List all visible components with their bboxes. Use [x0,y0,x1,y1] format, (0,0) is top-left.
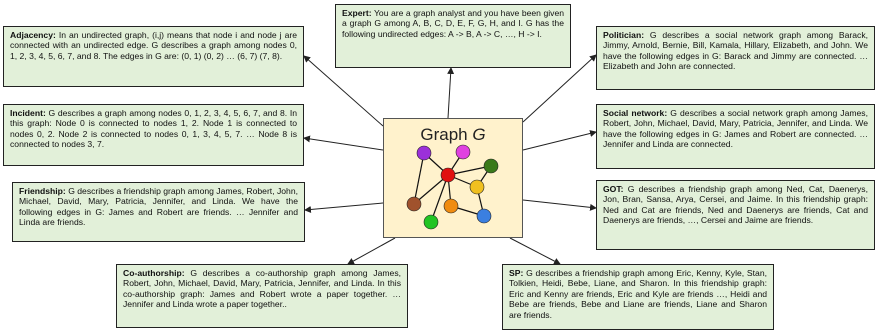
got-box: GOT: G describes a friendship graph amon… [596,180,875,250]
friendship-text: G describes a friendship graph among Jam… [19,186,298,228]
coauthorship-text: G describes a co-authorship graph among … [123,268,401,310]
politician-box: Politician: G describes a social network… [596,26,875,90]
graph-node-3 [440,167,456,183]
adjacency-title: Adjacency: [10,30,56,40]
arrow-to-incident [303,135,384,151]
coauthorship-title: Co-authorship: [123,268,185,278]
got-title: GOT: [603,184,624,194]
social-network-box: Social network: G describes a social net… [596,104,875,169]
arrow-to-expert [447,67,455,119]
arrow-to-politician [522,54,597,123]
arrow-to-got [522,199,597,211]
friendship-title: Friendship: [19,186,66,196]
sp-box: SP: G describes a friendship graph among… [502,264,774,330]
graph-node-2 [455,144,471,160]
graph-node-6 [406,196,422,212]
incident-box: Incident: G describes a graph among node… [3,104,304,166]
arrow-to-coauthor [347,237,396,265]
incident-title: Incident: [10,108,46,118]
expert-box: Expert: You are a graph analyst and you … [335,4,571,68]
friendship-box: Friendship: G describes a friendship gra… [12,182,305,242]
graph-node-4 [483,158,499,174]
graph-node-9 [423,214,439,230]
expert-text: You are a graph analyst and you have bee… [342,8,564,39]
arrow-to-friendship [304,202,384,213]
politician-text: G describes a social network graph among… [603,30,868,72]
graph-g-title: Graph G [420,125,486,144]
got-text: G describes a friendship graph among Ned… [603,184,868,226]
social-network-title: Social network: [603,108,668,118]
graph-node-8 [476,208,492,224]
graph-node-7 [443,198,459,214]
sp-title: SP: [509,268,524,278]
incident-text: G describes a graph among nodes 0, 1, 2,… [10,108,297,150]
social-network-text: G describes a social network graph among… [603,108,868,150]
graph-g-illustration [406,144,499,230]
adjacency-box: Adjacency: In an undirected graph, (i,j)… [3,26,304,87]
adjacency-text: In an undirected graph, (i,j) means that… [10,30,297,61]
arrow-to-sp [509,237,561,265]
graph-g-panel: Graph G [383,118,523,238]
graph-node-1 [416,145,432,161]
expert-title: Expert: [342,8,372,18]
coauthorship-box: Co-authorship: G describes a co-authorsh… [116,264,408,328]
graph-node-5 [469,179,485,195]
sp-text: G describes a friendship graph among Eri… [509,268,767,320]
arrow-to-adjacency [303,55,384,127]
politician-title: Politician: [603,30,645,40]
arrow-to-social [522,130,597,151]
